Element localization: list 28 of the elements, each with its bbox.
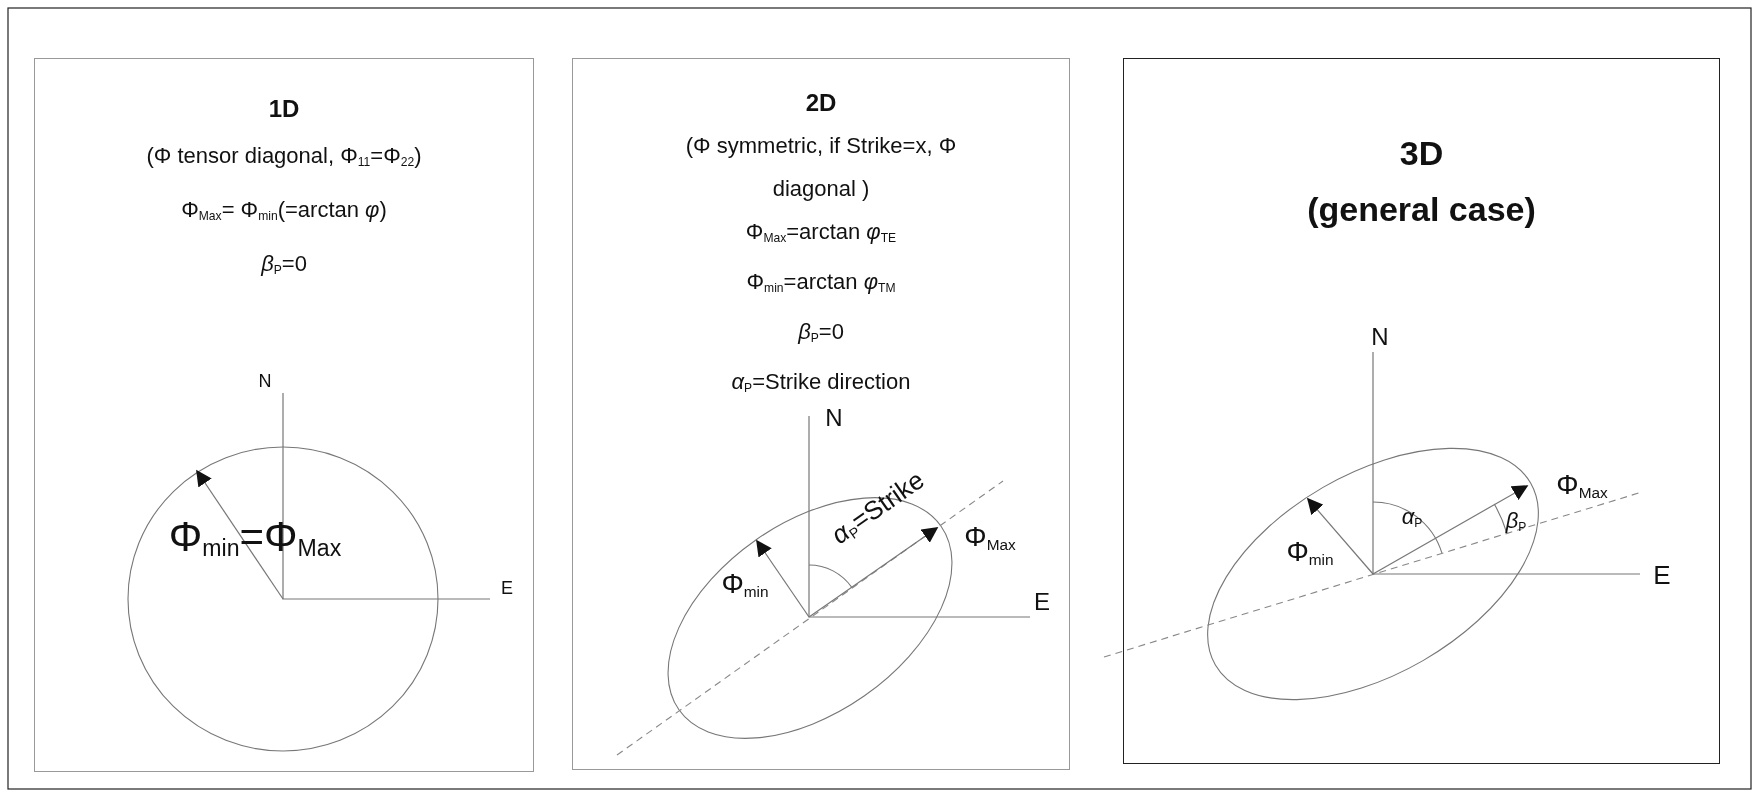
case-panel (1123, 58, 1720, 764)
case-panel (34, 58, 534, 772)
panel-heading: 2D (804, 88, 838, 118)
formula-label: Φ$_{min}$ (1286, 538, 1334, 568)
angle-label: β$_{P}$ (1505, 510, 1527, 534)
formula-text: (Φ symmetric, if Strike=x, Φ diagonal ) (684, 132, 958, 203)
formula-text: Φ$_{min}$=arctan φ$_{TM}$ (745, 268, 897, 298)
formula-text: (Φ tensor diagonal, Φ$_{11}$=Φ$_{22}$) (145, 142, 423, 171)
formula-text: Φ$_{Max}$= Φ$_{min}$(=arctan φ) (180, 196, 388, 226)
panel-heading: 1D (267, 94, 301, 124)
formula-label: Φ$_{Max}$ (964, 523, 1016, 553)
angle-label: α$_{P}$ (1401, 506, 1423, 530)
formula-text: β$_{P}$=0 (796, 318, 845, 348)
panel-heading: (general case) (1306, 189, 1537, 230)
axis-label: N (258, 372, 272, 390)
panel-heading: 3D (1398, 133, 1445, 174)
axis-label: N (1371, 325, 1389, 349)
formula-label: Φ$_{Max}$ (1556, 471, 1608, 501)
axis-label: E (1034, 590, 1050, 614)
axis-label: N (825, 406, 843, 430)
formula-text: α$_{P}$=Strike direction (730, 368, 912, 398)
axis-label: E (501, 579, 513, 597)
formula-text: Φ$_{Max}$=arctan φ$_{TE}$ (744, 218, 898, 247)
formula-text: β$_{P}$=0 (259, 250, 308, 280)
formula-label: Φ$_{min}$ (721, 570, 769, 600)
case-panel (572, 58, 1070, 770)
axis-label: E (1653, 562, 1671, 588)
formula-label: Φ$_{min}$=Φ$_{Max}$ (168, 515, 342, 561)
